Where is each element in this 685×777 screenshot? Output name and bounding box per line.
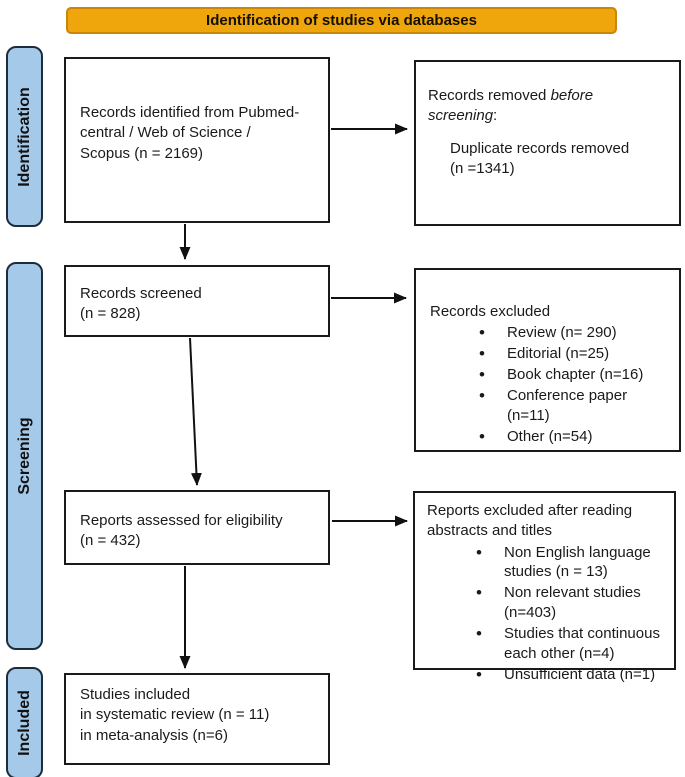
box-records-identified-text: Records identified from Pubmed- central … [80,104,300,162]
box-records-excluded-title: Records excluded [430,303,551,320]
box-reports-excluded: Reports excluded after reading abstracts… [413,491,676,687]
box-reports-excluded-title: Reports excluded after reading abstracts… [427,502,633,540]
records-excluded-list: Review (n= 290)Editorial (n=25)Book chap… [430,322,673,449]
box-records-removed-detail: Duplicate records removed (n =1341) [450,139,630,177]
stage-label-screening: Screening [6,262,43,650]
stage-label-included: Included [6,667,43,777]
reports-excluded-item: Studies that continuous each other (n=4) [427,623,670,664]
arrow-screened-to-assessed [189,337,202,486]
records-excluded-item: Review (n= 290) [430,322,673,345]
stage-label-identification: Identification [6,46,43,227]
box-records-identified: Records identified from Pubmed- central … [64,57,330,223]
records-excluded-item: Other (n=54) [430,426,673,449]
reports-excluded-list: Non English language studies (n = 13)Non… [427,542,670,687]
reports-excluded-item: Non relevant studies (n=403) [427,582,670,623]
diagram-title-banner: Identification of studies via databases [66,7,617,34]
box-reports-assessed-text: Reports assessed for eligibility (n = 43… [80,512,283,550]
box-records-screened-text: Records screened (n = 828) [80,285,202,323]
stage-label-screening-text: Screening [15,417,33,495]
box-records-screened: Records screened (n = 828) [64,265,330,337]
removed-text-suffix: : [493,107,498,125]
removed-text-italic: before screening [428,87,594,125]
box-records-excluded: Records excluded Review (n= 290)Editoria… [414,268,681,452]
removed-text-prefix: Records removed [428,87,551,104]
diagram-title: Identification of studies via databases [206,12,477,29]
records-excluded-item: Editorial (n=25) [430,343,673,366]
records-excluded-item: Book chapter (n=16) [430,364,673,387]
box-studies-included-text: Studies included in systematic review (n… [80,686,270,744]
box-reports-assessed: Reports assessed for eligibility (n = 43… [64,490,330,565]
box-records-removed-text: Records removed before screening: [428,86,671,127]
records-excluded-item: Conference paper (n=11) [430,385,673,426]
stage-label-identification-text: Identification [15,86,33,187]
box-records-removed: Records removed before screening: Duplic… [414,60,681,226]
reports-excluded-item: Non English language studies (n = 13) [427,542,670,583]
box-studies-included: Studies included in systematic review (n… [64,673,330,765]
stage-label-included-text: Included [15,690,33,756]
reports-excluded-item: Unsufficient data (n=1) [427,664,670,687]
